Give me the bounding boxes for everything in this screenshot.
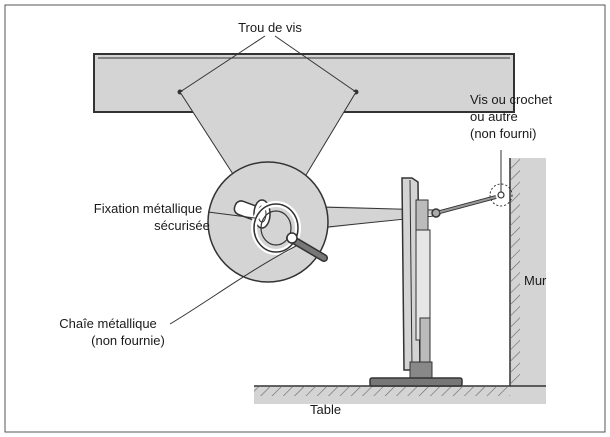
metal-fixture-leader (207, 211, 256, 219)
tv-side-view (369, 177, 463, 387)
label-wall: Mur (524, 273, 547, 288)
tv-bracket (431, 208, 441, 218)
screw-hole-leader-right (274, 35, 357, 93)
label-screw-hole: Trou de vis (238, 20, 302, 35)
chain-leader (169, 245, 297, 325)
label-screw-hook-line2: ou autre (470, 109, 518, 124)
label-screw-hook-line3: (non fourni) (470, 126, 536, 141)
screw-hole-leader-left (179, 35, 266, 93)
label-chain-line2: (non fournie) (91, 333, 165, 348)
wall-hook (497, 191, 505, 199)
metal-fixture-detail (233, 199, 301, 255)
label-screw-hook-line1: Vis ou crochet (470, 92, 553, 107)
label-metal-fixture-line1: Fixation métallique (94, 201, 202, 216)
label-table: Table (310, 402, 341, 417)
wall-hook-highlight (489, 183, 513, 207)
label-metal-fixture-line2: sécurisée (154, 218, 210, 233)
chain-detail (286, 232, 328, 262)
label-chain-line1: Chaîe métallique (59, 316, 157, 331)
